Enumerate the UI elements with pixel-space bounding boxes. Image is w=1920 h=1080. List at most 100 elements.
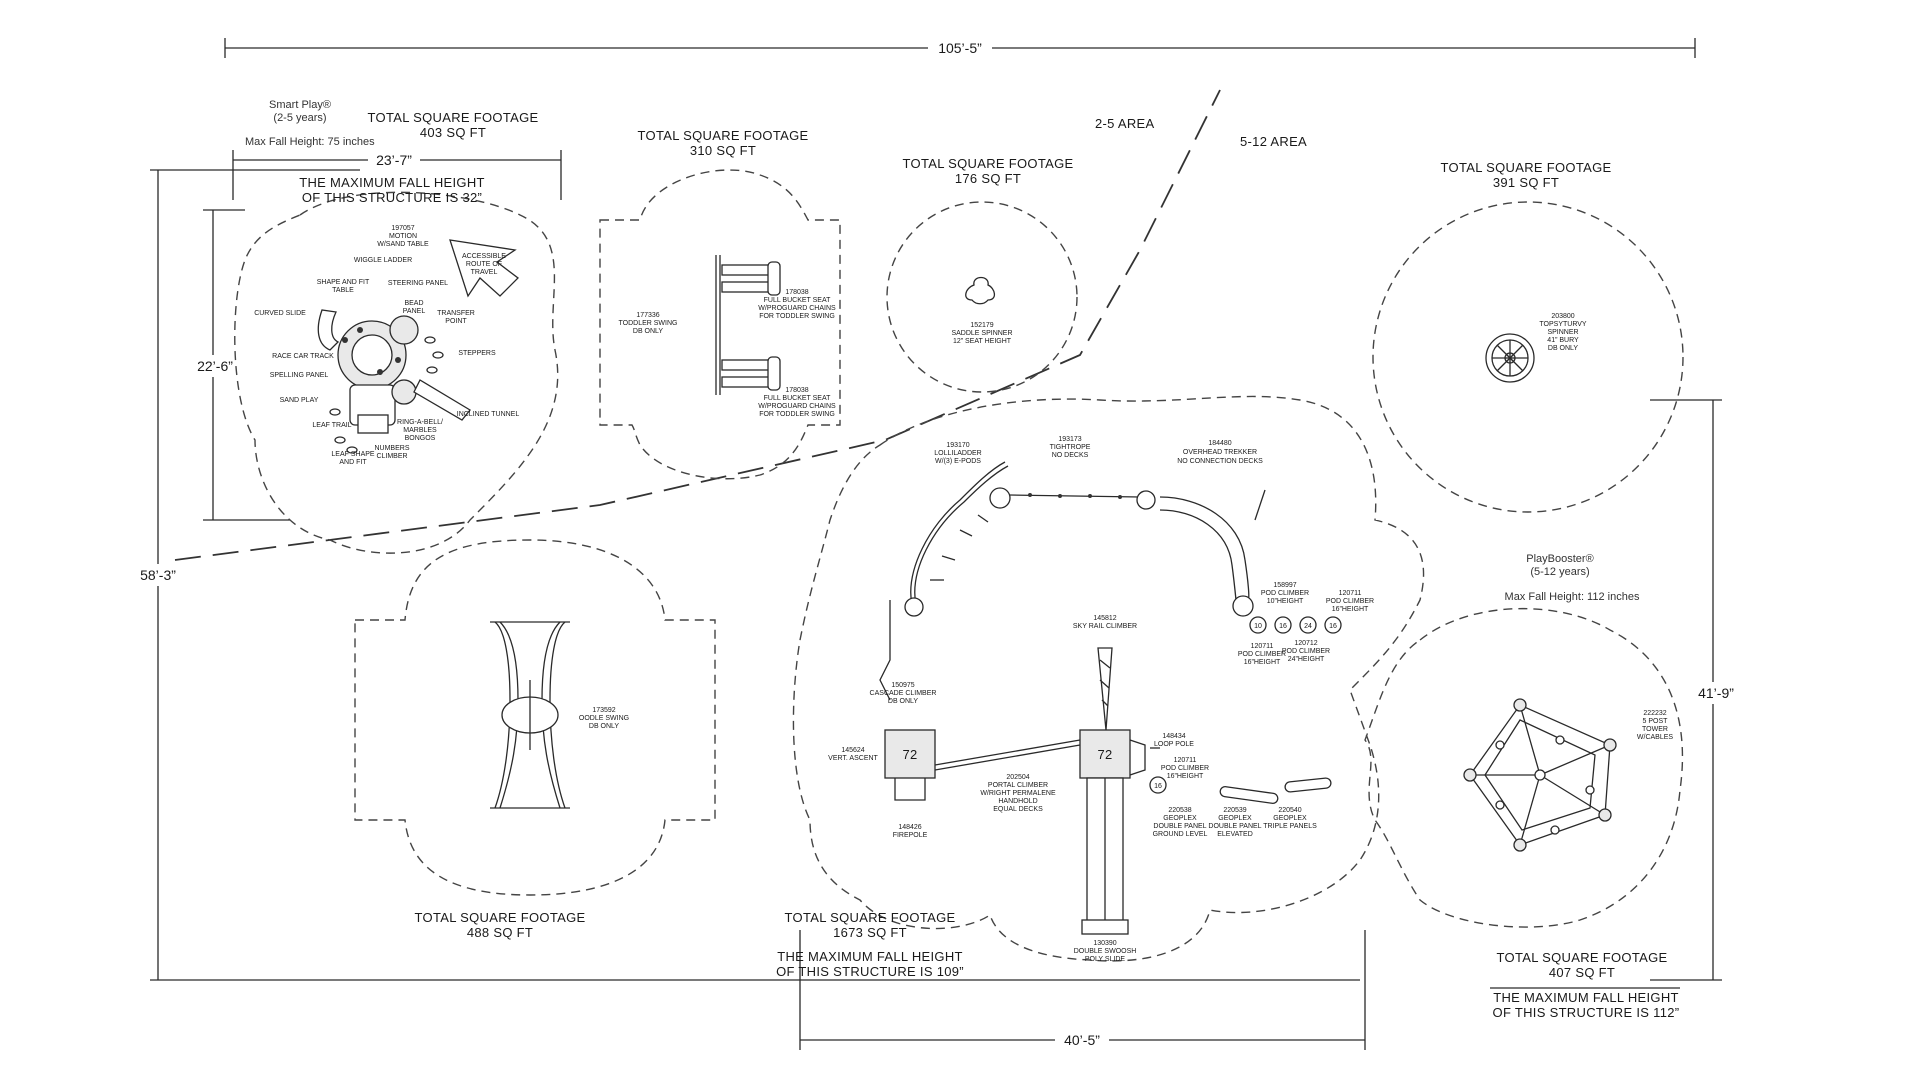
label-ring-a-bell-2: MARBLES <box>403 427 437 434</box>
pod16r-height: 16”HEIGHT <box>1332 606 1369 613</box>
pod16b-id: 120711 <box>1174 757 1197 764</box>
sky-rail-id: 145812 <box>1093 615 1116 622</box>
label-accessible-2: ROUTE OF <box>466 261 502 268</box>
overall-width-dimension: 105’-5” <box>938 40 982 56</box>
cascade-name: CASCADE CLIMBER <box>870 690 937 697</box>
playbooster-structure-drawing <box>879 461 1332 935</box>
toddler-swing-drawing <box>715 255 781 395</box>
oodle-part-note: DB ONLY <box>589 723 620 730</box>
oodle-swing-zone: TOTAL SQUARE FOOTAGE 488 SQ FT 173592 OO… <box>354 539 716 940</box>
seat-a-name: FULL BUCKET SEAT <box>764 297 832 304</box>
pod-24-marker: 24 <box>1304 623 1312 630</box>
saddle-spinner-zone: TOTAL SQUARE FOOTAGE 176 SQ FT 152179 SA… <box>886 156 1078 393</box>
geoplex2-panel: DOUBLE PANEL <box>1208 823 1261 830</box>
seat-a-id: 178038 <box>785 289 808 296</box>
label-spelling-panel: SPELLING PANEL <box>270 372 329 379</box>
tower-ages: (5-12 years) <box>1530 566 1589 578</box>
pod16l-name: POD CLIMBER <box>1238 651 1286 658</box>
topsy-turvy-zone: TOTAL SQUARE FOOTAGE 391 SQ FT 203800 TO… <box>1372 160 1684 513</box>
smart-play-max-fall: Max Fall Height: 75 inches <box>245 136 375 148</box>
pod16r-id: 120711 <box>1339 590 1362 597</box>
tightrope-name: TIGHTROPE <box>1050 444 1091 451</box>
topsy-footage-value: 391 SQ FT <box>1493 175 1559 190</box>
pod24-height: 24”HEIGHT <box>1288 656 1325 663</box>
deck-a <box>884 729 936 779</box>
firepole-name: FIREPOLE <box>893 832 928 839</box>
label-inclined-tunnel: INCLINED TUNNEL <box>457 411 520 418</box>
trekker-name: OVERHEAD TREKKER <box>1183 449 1257 456</box>
smart-play-use-zone <box>234 191 559 554</box>
label-accessible-1: ACCESSIBLE <box>462 253 506 260</box>
label-numbers-climber-2: CLIMBER <box>376 453 407 460</box>
label-leaf-shape-2: AND FIT <box>339 459 367 466</box>
portal-handhold-2: HANDHOLD <box>998 798 1037 805</box>
dimension-lines: 105’-5” 58’-3” 23’-7” 22’-6” 41’-9” 40’-… <box>136 38 1741 1050</box>
firepole-id: 148426 <box>898 824 921 831</box>
toddler-footage-title: TOTAL SQUARE FOOTAGE <box>638 128 809 143</box>
topsy-part-bury: 41” BURY <box>1547 337 1579 344</box>
toddler-swing-zone: TOTAL SQUARE FOOTAGE 310 SQ FT 177336 TO… <box>599 128 841 480</box>
label-steppers: STEPPERS <box>458 350 496 357</box>
toddler-swing-note: DB ONLY <box>633 328 664 335</box>
label-wiggle-ladder: WIGGLE LADDER <box>354 257 412 264</box>
trekker-id: 184480 <box>1208 440 1231 447</box>
label-ring-a-bell-1: RING-A-BELL/ <box>397 419 443 426</box>
portal-id: 202504 <box>1006 774 1029 781</box>
tower-use-zone <box>1364 607 1684 928</box>
toddler-swing-use-zone <box>599 169 841 480</box>
label-shape-fit-table-1: SHAPE AND FIT <box>317 279 370 286</box>
tightrope-note: NO DECKS <box>1052 452 1089 459</box>
label-motion-name: MOTION <box>389 233 417 240</box>
tower-fall-line1: THE MAXIMUM FALL HEIGHT <box>1493 990 1679 1005</box>
geoplex1-name: GEOPLEX <box>1163 815 1197 822</box>
tower-structure-drawing <box>1463 698 1617 852</box>
seat-b-name: FULL BUCKET SEAT <box>764 395 832 402</box>
pod16b-height: 16”HEIGHT <box>1167 773 1204 780</box>
portal-decks: EQUAL DECKS <box>993 806 1043 813</box>
age-area-divider: 2-5 AREA 5-12 AREA <box>174 89 1307 561</box>
label-race-car-track: RACE CAR TRACK <box>272 353 334 360</box>
label-leaf-shape-1: LEAF SHAPE <box>331 451 375 458</box>
deck-a-height: 72 <box>902 747 917 762</box>
pod10-height: 10”HEIGHT <box>1267 598 1304 605</box>
playbooster-main-zone: TOTAL SQUARE FOOTAGE 1673 SQ FT THE MAXI… <box>776 395 1425 979</box>
tower-zone: PlayBooster® (5-12 years) Max Fall Heigh… <box>1364 553 1684 1020</box>
smart-play-fall-line1: THE MAXIMUM FALL HEIGHT <box>299 175 485 190</box>
oodle-footage-title: TOTAL SQUARE FOOTAGE <box>415 910 586 925</box>
toddler-swing-id: 177336 <box>636 312 659 319</box>
lollaladder-id: 193170 <box>946 442 969 449</box>
portal-handhold-1: W/RIGHT PERMALENE <box>980 790 1056 797</box>
swoosh-type: POLY SLIDE <box>1085 956 1126 963</box>
right-height-dimension: 41’-9” <box>1698 685 1734 701</box>
smart-play-footage-value: 403 SQ FT <box>420 125 486 140</box>
geoplex2-level: ELEVATED <box>1217 831 1253 838</box>
playbooster-fall-line1: THE MAXIMUM FALL HEIGHT <box>777 949 963 964</box>
geoplex3-name: GEOPLEX <box>1273 815 1307 822</box>
pod16b-name: POD CLIMBER <box>1161 765 1209 772</box>
accessible-route-arrow <box>449 239 519 298</box>
pod-16c-marker: 16 <box>1154 783 1162 790</box>
saddle-spinner-use-zone <box>886 201 1078 393</box>
label-transfer-point-2: POINT <box>445 318 467 325</box>
seat-b-chains: W/PROGUARD CHAINS <box>758 403 836 410</box>
label-ring-a-bell-3: BONGOS <box>405 435 436 442</box>
geoplex2-name: GEOPLEX <box>1218 815 1252 822</box>
smart-play-zone: Smart Play® (2-5 years) Max Fall Height:… <box>234 99 559 554</box>
geoplex1-panel: DOUBLE PANEL <box>1153 823 1206 830</box>
tower-brand: PlayBooster® <box>1526 553 1593 565</box>
smart-play-width-dimension: 23’-7” <box>376 152 412 168</box>
tower-max-fall: Max Fall Height: 112 inches <box>1505 591 1640 603</box>
playbooster-use-zone <box>792 395 1425 962</box>
label-motion-desc: W/SAND TABLE <box>377 241 429 248</box>
lollaladder-name: LOLLILADDER <box>934 450 981 457</box>
oodle-swing-frame <box>490 621 570 809</box>
area-5-12-label: 5-12 AREA <box>1240 134 1307 149</box>
saddle-spinner-seat <box>965 276 996 305</box>
smart-play-brand: Smart Play® <box>269 99 331 111</box>
playbooster-part-labels: 193170 LOLLILADDER W/(3) E-PODS 193173 T… <box>828 436 1374 963</box>
portal-name: PORTAL CLIMBER <box>988 782 1048 789</box>
pod-16b-marker: 16 <box>1329 623 1337 630</box>
cascade-note: DB ONLY <box>888 698 919 705</box>
smart-play-structure-drawing <box>317 239 519 454</box>
